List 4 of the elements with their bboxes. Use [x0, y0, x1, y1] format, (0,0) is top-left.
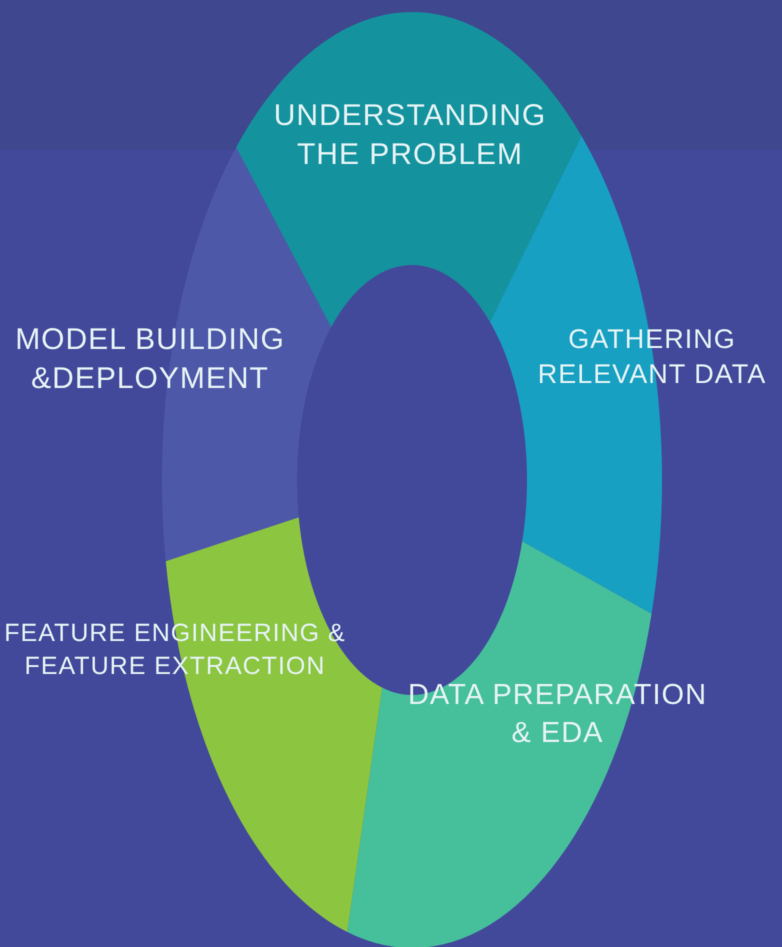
donut-segment [236, 12, 582, 328]
segment-label: MODEL BUILDING &DEPLOYMENT [14, 322, 286, 397]
segment-label: GATHERING RELEVANT DATA [536, 323, 768, 392]
segment-label: UNDERSTANDING THE PROBLEM [272, 98, 548, 173]
